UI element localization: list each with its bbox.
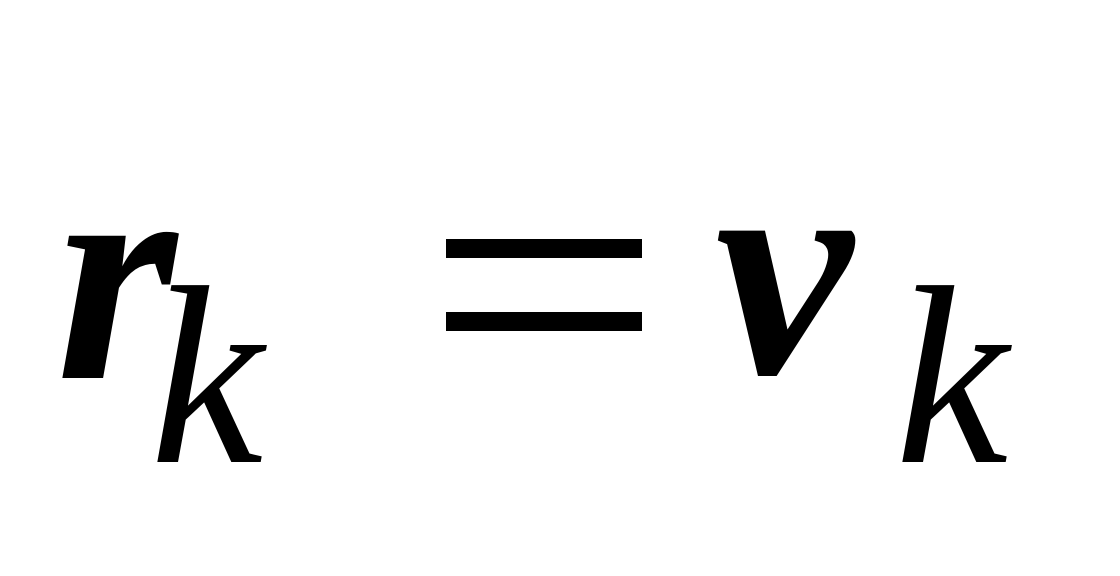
lhs-base-variable: r [56, 103, 177, 446]
rhs-subscript: k [895, 236, 1009, 518]
equals-bottom-bar [446, 312, 642, 331]
lhs-subscript: k [150, 236, 264, 518]
equals-top-bar [446, 239, 642, 258]
rhs-base-variable: v [715, 98, 853, 441]
